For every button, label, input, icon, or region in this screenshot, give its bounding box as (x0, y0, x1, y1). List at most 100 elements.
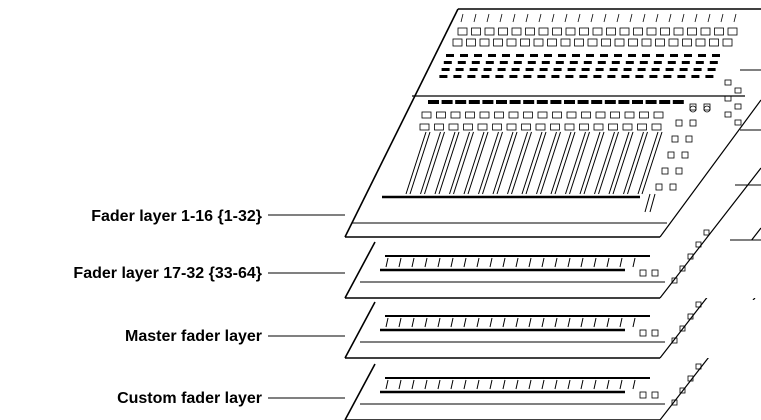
meter-segment (598, 61, 606, 64)
meter-segment (530, 54, 538, 57)
meter-segment (635, 75, 643, 78)
meter-segment (509, 75, 517, 78)
meter-segment (710, 61, 718, 64)
meter-segment (682, 61, 690, 64)
meter-segment (495, 75, 503, 78)
channel-display (496, 100, 507, 104)
meter-segment (551, 75, 559, 78)
meter-segment (512, 68, 520, 71)
meter-segment (638, 68, 646, 71)
meter-segment (649, 75, 657, 78)
meter-segment (444, 61, 452, 64)
channel-display (591, 100, 602, 104)
meter-segment (467, 75, 475, 78)
layer-label-4-text: Custom fader layer (117, 390, 262, 407)
meter-segment (488, 54, 496, 57)
meter-segment (453, 75, 461, 78)
meter-segment (514, 61, 522, 64)
meter-segment (680, 68, 688, 71)
meter-segment (544, 54, 552, 57)
meter-segment (614, 54, 622, 57)
layer-label-1: Fader layer 1-16 {1-32} (91, 208, 345, 225)
meter-segment (528, 61, 536, 64)
side-button (704, 230, 709, 235)
meter-segment (691, 75, 699, 78)
meter-segment (570, 61, 578, 64)
meter-segment (698, 54, 706, 57)
meter-segment (696, 61, 704, 64)
meter-segment (705, 75, 713, 78)
meter-segment (481, 75, 489, 78)
meter-segment (472, 61, 480, 64)
channel-display (442, 100, 453, 104)
meter-segment (540, 68, 548, 71)
channel-display (469, 100, 480, 104)
console-background (345, 9, 761, 237)
channel-display (537, 100, 548, 104)
meter-segment (446, 54, 454, 57)
meter-segment (516, 54, 524, 57)
meter-segment (582, 68, 590, 71)
meter-segment (572, 54, 580, 57)
meter-segment (523, 75, 531, 78)
channel-display (673, 100, 684, 104)
meter-segment (640, 61, 648, 64)
meter-segment (526, 68, 534, 71)
meter-segment (670, 54, 678, 57)
channel-display (550, 100, 561, 104)
meter-segment (565, 75, 573, 78)
meter-segment (596, 68, 604, 71)
meter-segment (458, 61, 466, 64)
meter-segment (537, 75, 545, 78)
fader-layer-1-16-panel (345, 9, 761, 240)
channel-display (482, 100, 493, 104)
meter-segment (656, 54, 664, 57)
meter-segment (663, 75, 671, 78)
meter-segment (474, 54, 482, 57)
meter-segment (607, 75, 615, 78)
channel-display (646, 100, 657, 104)
meter-segment (708, 68, 716, 71)
channel-display (523, 100, 534, 104)
meter-segment (610, 68, 618, 71)
meter-segment (626, 61, 634, 64)
channel-display (659, 100, 670, 104)
meter-segment (586, 54, 594, 57)
meter-segment (502, 54, 510, 57)
meter-segment (558, 54, 566, 57)
channel-display (578, 100, 589, 104)
channel-display (510, 100, 521, 104)
meter-segment (470, 68, 478, 71)
meter-segment (456, 68, 464, 71)
meter-segment (579, 75, 587, 78)
layer-label-1-text: Fader layer 1-16 {1-32} (91, 208, 262, 225)
meter-segment (554, 68, 562, 71)
layer-label-3-text: Master fader layer (125, 328, 262, 345)
channel-display (618, 100, 629, 104)
meter-segment (556, 61, 564, 64)
layer-label-4: Custom fader layer (117, 390, 345, 407)
channel-display (455, 100, 466, 104)
meter-segment (666, 68, 674, 71)
channel-display (632, 100, 643, 104)
meter-segment (484, 68, 492, 71)
meter-segment (684, 54, 692, 57)
meter-segment (652, 68, 660, 71)
meter-segment (460, 54, 468, 57)
meter-segment (612, 61, 620, 64)
meter-segment (498, 68, 506, 71)
meter-segment (621, 75, 629, 78)
meter-segment (442, 68, 450, 71)
meter-segment (694, 68, 702, 71)
meter-segment (486, 61, 494, 64)
layer-label-2: Fader layer 17-32 {33-64} (73, 265, 345, 282)
meter-segment (628, 54, 636, 57)
meter-segment (584, 61, 592, 64)
meter-segment (542, 61, 550, 64)
layer-label-3: Master fader layer (125, 328, 345, 345)
meter-segment (654, 61, 662, 64)
meter-segment (593, 75, 601, 78)
meter-segment (568, 68, 576, 71)
meter-segment (600, 54, 608, 57)
channel-display (564, 100, 575, 104)
